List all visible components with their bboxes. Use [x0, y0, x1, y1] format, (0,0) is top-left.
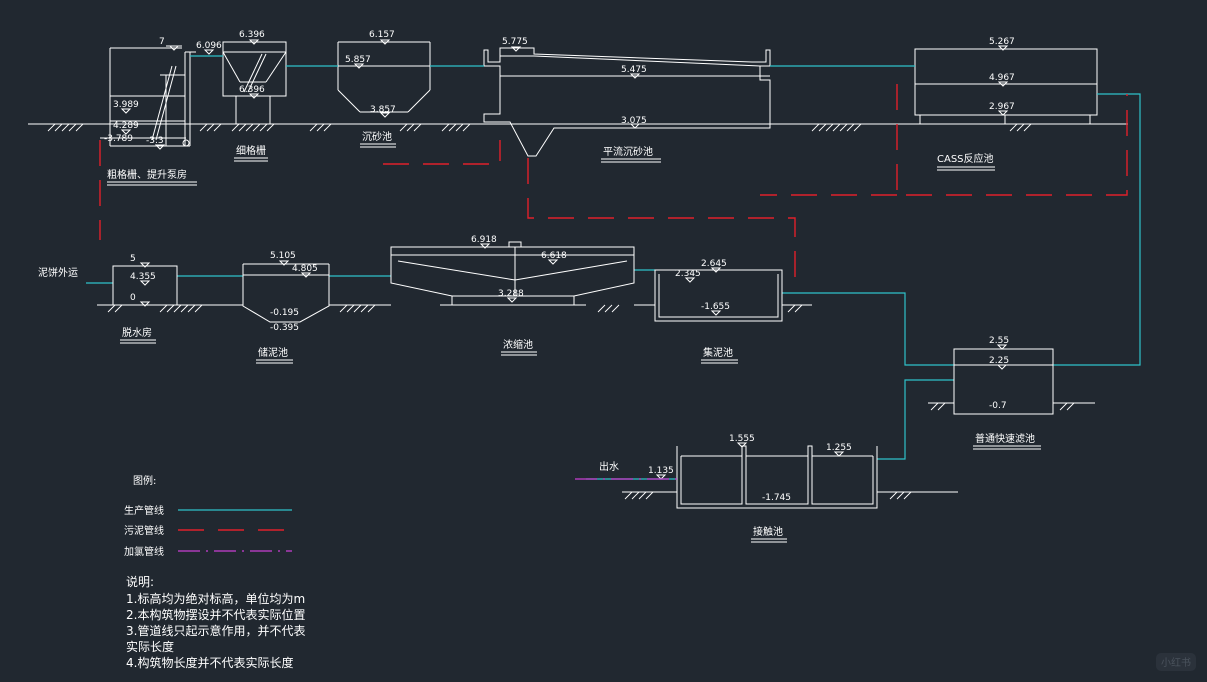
elev-label: -3.3: [146, 136, 164, 146]
unit-name-coarse-screen: 粗格栅、提升泵房: [107, 168, 187, 181]
unit-name-cass: CASS反应池: [937, 152, 994, 165]
unit-name-sludge-storage: 储泥池: [258, 346, 288, 359]
notes-line: 1.标高均为绝对标高，单位均为m: [126, 591, 305, 606]
ground-row2: [97, 304, 812, 313]
elev-label: 4.967: [989, 73, 1015, 83]
elev-label: -3.789: [104, 134, 133, 144]
elev-label: 5.775: [502, 37, 528, 47]
legend-label: 污泥管线: [124, 524, 164, 537]
contact-tank-structure: [622, 445, 958, 509]
rapid-filter-structure: [928, 348, 1095, 415]
watermark-text: 小红书: [1161, 656, 1191, 669]
unit-name-contact-tank: 接触池: [753, 525, 783, 538]
coarse-screen-structure: [100, 47, 196, 147]
elev-label: 3.857: [370, 105, 396, 115]
hatch-row1: [47, 123, 1032, 132]
elev-label: 3.989: [113, 100, 139, 110]
elev-label: 6.157: [369, 30, 395, 40]
contact-tank-outlet-label: 出水: [599, 460, 619, 473]
unit-name-rapid-filter: 普通快速滤池: [975, 432, 1035, 445]
elev-label: -0.195: [270, 308, 299, 318]
unit-name-fine-screen: 细格栅: [236, 144, 266, 157]
elev-label: -0.7: [989, 401, 1007, 411]
elev-label: 2.345: [675, 269, 701, 279]
elev-label: 2.645: [701, 259, 727, 269]
unit-name-grit-chamber: 沉砂池: [362, 130, 392, 143]
elev-label: 1.555: [729, 434, 755, 444]
grit-chamber-structure: [337, 41, 431, 113]
unit-name-thickener: 浓缩池: [503, 338, 533, 351]
elev-label: 6.918: [471, 235, 497, 245]
elev-label: 0: [130, 293, 136, 303]
fine-screen-structure: [222, 41, 287, 125]
cass-structure: [914, 48, 1098, 124]
elev-label: -1.655: [701, 302, 730, 312]
notes-title: 说明:: [126, 574, 154, 589]
elev-label: 4.805: [292, 264, 318, 274]
horizontal-grit-structure: [483, 47, 771, 157]
dewatering-structure: [112, 265, 178, 306]
elev-label: 2.55: [989, 336, 1009, 346]
elev-label: 6.396: [239, 85, 265, 95]
elev-label: 1.135: [648, 466, 674, 476]
elev-label: 5.475: [621, 65, 647, 75]
legend-label: 生产管线: [124, 504, 164, 517]
elev-label: 5.267: [989, 37, 1015, 47]
elev-label: 1.255: [826, 443, 852, 453]
notes-line: 2.本构筑物摆设并不代表实际位置: [126, 607, 305, 622]
thickener-structure: [390, 241, 635, 306]
elev-label: -0.395: [270, 323, 299, 333]
unit-name-dewatering: 脱水房: [122, 326, 152, 339]
elev-label: 6.096: [196, 41, 222, 51]
elev-label: 6.618: [541, 251, 567, 261]
legend: 图例: 生产管线 污泥管线 加氯管线: [124, 474, 292, 558]
elev-label: 5: [130, 254, 136, 264]
notes-line: 3.管道线只起示意作用，并不代表: [126, 623, 305, 638]
elev-label: 5.857: [345, 55, 371, 65]
coarse-screen-elevations: 7 6.096 3.989 4.289 -3.789 -3.3: [104, 37, 222, 150]
production-pipeline: [86, 55, 1141, 460]
elev-label: 6.396: [239, 30, 265, 40]
notes-line: 实际长度: [126, 639, 174, 654]
sludge-storage-structure: [242, 263, 330, 323]
elev-label: -1.745: [762, 493, 791, 503]
notes: 说明: 1.标高均为绝对标高，单位均为m 2.本构筑物摆设并不代表实际位置 3.…: [126, 574, 305, 670]
watermark: 小红书: [1156, 653, 1196, 671]
elev-label: 4.355: [130, 272, 156, 282]
elev-label: 2.25: [989, 356, 1009, 366]
legend-title: 图例:: [133, 474, 156, 487]
elev-label: 4.289: [113, 121, 139, 131]
elev-label: 3.288: [498, 289, 524, 299]
legend-label: 加氯管线: [124, 545, 164, 558]
notes-line: 4.构筑物长度并不代表实际长度: [126, 655, 293, 670]
unit-name-sludge-collect: 集泥池: [703, 346, 733, 359]
sludge-pipeline: [99, 84, 1128, 280]
dewatering-outlet-label: 泥饼外运: [38, 266, 78, 279]
elev-label: 7: [159, 37, 165, 47]
elev-label: 5.105: [270, 251, 296, 261]
elev-label: 2.967: [989, 102, 1015, 112]
unit-name-horizontal-grit: 平流沉砂池: [603, 145, 653, 158]
elev-label: 3.075: [621, 116, 647, 126]
